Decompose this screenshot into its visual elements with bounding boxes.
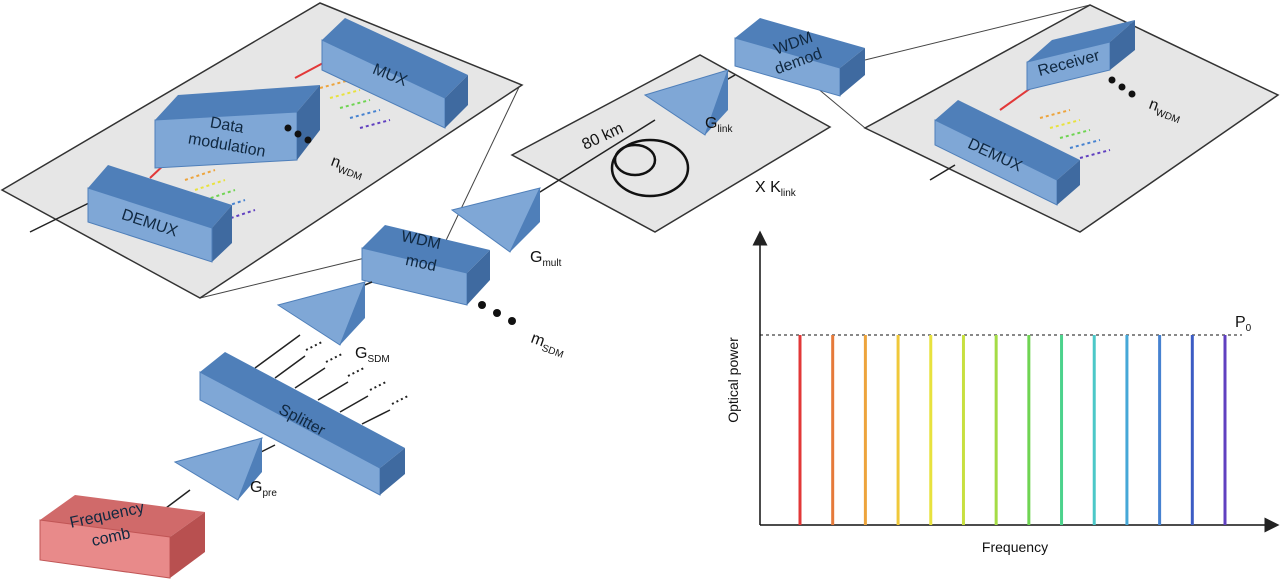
mux-box: MUX (321, 18, 468, 129)
g-sdm-label: GSDM (355, 345, 390, 365)
demux-box-left: DEMUX (87, 165, 232, 263)
wdm-mod-label-2: mod (404, 252, 438, 275)
data-modulation-box: Data modulation (154, 85, 320, 169)
g-mult-label: Gmult (530, 249, 562, 269)
wdm-demod-box: WDM demod (734, 18, 865, 97)
sdm-amplifier (276, 281, 366, 346)
n-wdm-dots-right (1108, 76, 1136, 98)
splitter-outputs (254, 334, 391, 425)
spectrum-lines (798, 335, 1227, 525)
link-panel: 80 km Glink X Klink (510, 54, 832, 233)
m-sdm-dots (478, 301, 516, 325)
x-axis-label: Frequency (982, 539, 1048, 555)
n-wdm-dots-left (284, 124, 312, 144)
fiber-spool (610, 138, 690, 198)
right-detail-panel: DEMUX Receiver nWDM (863, 4, 1280, 233)
g-pre-label: Gpre (250, 479, 277, 499)
wdm-mod-box: WDM mod (361, 225, 490, 306)
frequency-comb-box: Frequency comb (39, 495, 205, 579)
link-amplifier (643, 69, 729, 136)
splitter-box: Splitter (199, 352, 405, 496)
data-modulation-label-1: Data (209, 114, 245, 137)
receiver-box: Receiver (1026, 20, 1135, 91)
panel-fibers (29, 199, 96, 233)
m-sdm-label: mSDM (528, 330, 568, 361)
left-detail-panel: DEMUX Data modulation MUX nWDM (0, 2, 524, 299)
mult-amplifier (450, 187, 541, 253)
spectrum-plot: P0 Optical power Frequency (725, 230, 1280, 555)
k-link-label: X Klink (755, 179, 797, 199)
pre-amplifier (173, 437, 263, 501)
y-axis-label: Optical power (725, 337, 741, 423)
g-link-label: Glink (705, 115, 733, 135)
p0-label: P0 (1235, 314, 1252, 334)
